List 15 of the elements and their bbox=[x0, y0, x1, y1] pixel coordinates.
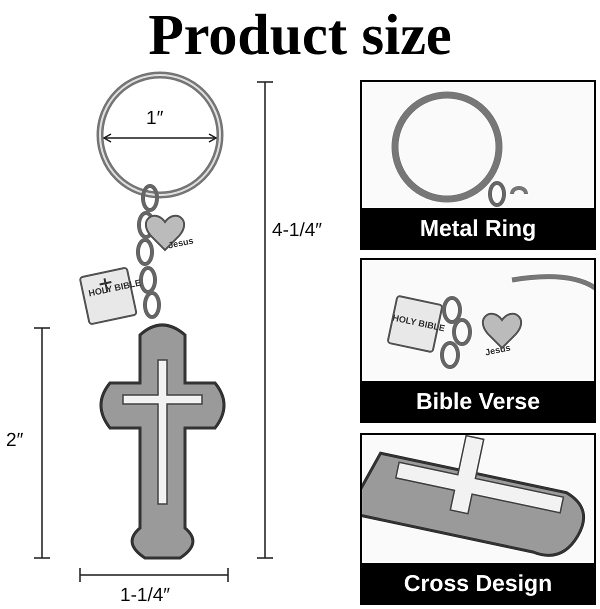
title: Product size bbox=[147, 2, 453, 68]
engraved-text: HOLY BIBLE bbox=[392, 312, 446, 334]
caption-banner: Cross Design bbox=[362, 563, 594, 603]
caption-banner: Metal Ring bbox=[362, 208, 594, 248]
photo-panel bbox=[360, 258, 596, 423]
dimension-label: 2″ bbox=[6, 430, 24, 452]
engraved-text: HOLY BIBLE bbox=[88, 278, 142, 298]
dimension-label: 1-1/4″ bbox=[120, 585, 170, 607]
dimension-label: 4-1/4″ bbox=[272, 220, 322, 242]
dimension-label: 1″ bbox=[146, 108, 164, 130]
engraved-text: Jesus bbox=[167, 235, 194, 251]
caption-banner: Bible Verse bbox=[362, 381, 594, 421]
photo-panel bbox=[360, 80, 596, 250]
photo-panel bbox=[360, 433, 596, 605]
engraved-text: Jesus bbox=[484, 342, 512, 358]
